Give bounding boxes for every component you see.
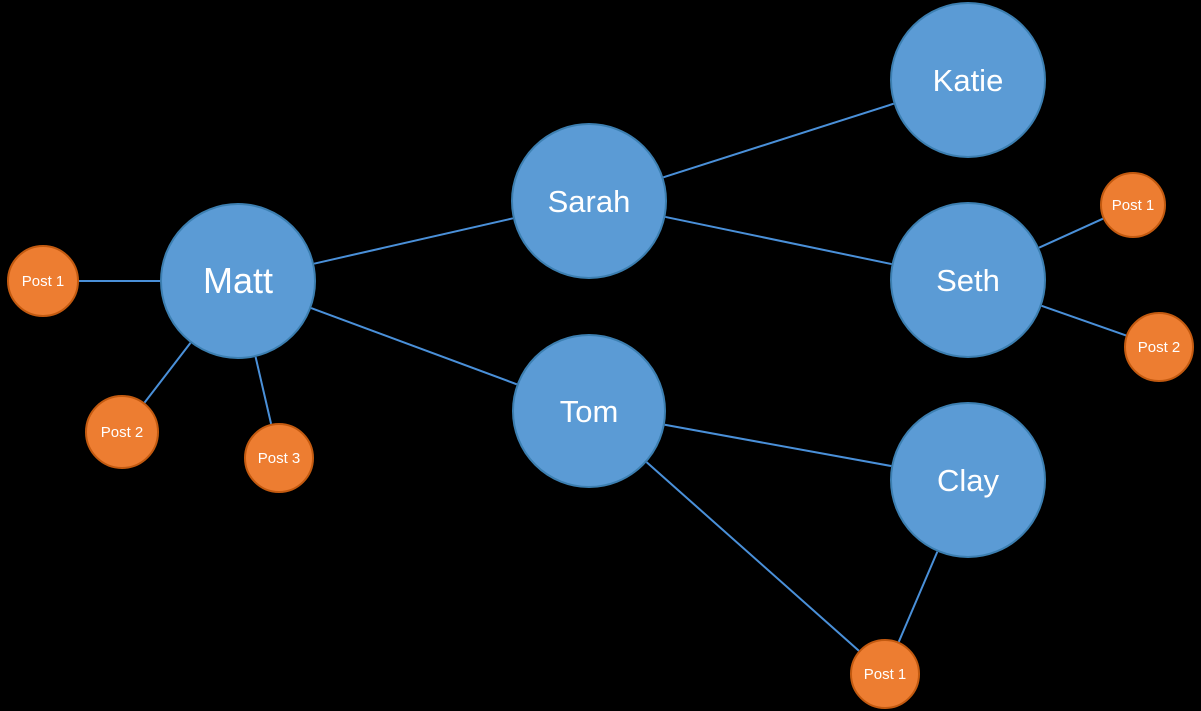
graph-edge <box>665 215 892 266</box>
graph-node-label: Post 1 <box>21 272 65 290</box>
graph-node-seth_post1[interactable]: Post 1 <box>1100 172 1166 238</box>
graph-node-label: Matt <box>202 260 273 301</box>
graph-node-label: Post 1 <box>1111 196 1155 214</box>
graph-edge <box>1041 304 1127 337</box>
graph-node-matt_post3[interactable]: Post 3 <box>244 423 314 493</box>
graph-node-katie[interactable]: Katie <box>890 2 1046 158</box>
graph-node-shared_post1[interactable]: Post 1 <box>850 639 920 709</box>
graph-edge <box>313 217 514 265</box>
graph-node-seth_post2[interactable]: Post 2 <box>1124 312 1194 382</box>
graph-edge <box>645 461 860 652</box>
graph-node-label: Clay <box>936 462 999 498</box>
graph-node-label: Post 3 <box>257 449 301 467</box>
graph-node-label: Post 1 <box>863 665 907 683</box>
graph-node-label: Seth <box>936 262 1000 298</box>
graph-node-label: Post 2 <box>100 423 144 441</box>
graph-edge <box>310 307 518 386</box>
graph-edge <box>254 356 273 425</box>
graph-node-label: Post 2 <box>1137 338 1181 356</box>
graph-node-label: Tom <box>559 393 619 429</box>
graph-node-matt_post2[interactable]: Post 2 <box>85 395 159 469</box>
graph-edge <box>143 342 192 404</box>
graph-edge <box>897 551 939 643</box>
graph-node-seth[interactable]: Seth <box>890 202 1046 358</box>
graph-edge <box>664 423 892 468</box>
graph-node-tom[interactable]: Tom <box>512 334 666 488</box>
graph-edge <box>1038 217 1104 249</box>
graph-node-label: Katie <box>932 62 1004 98</box>
graph-edge <box>663 102 894 179</box>
graph-node-clay[interactable]: Clay <box>890 402 1046 558</box>
graph-node-matt_post1[interactable]: Post 1 <box>7 245 79 317</box>
graph-node-sarah[interactable]: Sarah <box>511 123 667 279</box>
graph-node-matt[interactable]: Matt <box>160 203 316 359</box>
graph-node-label: Sarah <box>547 183 631 219</box>
